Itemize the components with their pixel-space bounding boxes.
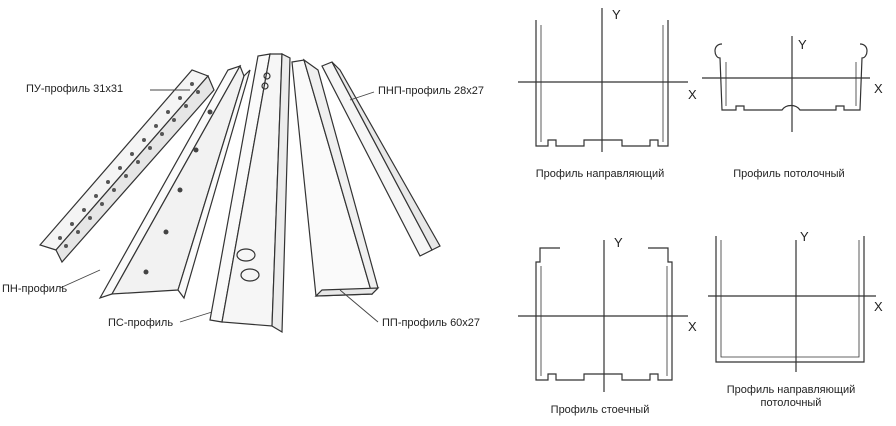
axis-x-label: X bbox=[874, 299, 883, 314]
axis-y-label: Y bbox=[798, 37, 807, 52]
caption-ceiling-guide-profile: Профиль направляющий потолочный bbox=[726, 384, 856, 409]
axis-x-label: X bbox=[688, 87, 697, 102]
axis-y-label: Y bbox=[800, 229, 809, 244]
axis-y-label: Y bbox=[614, 235, 623, 250]
ps-profile-shape bbox=[209, 53, 291, 334]
pn-profile-label: ПН-профиль bbox=[2, 283, 68, 295]
pn-profile-shape bbox=[98, 64, 251, 300]
section-stud-profile bbox=[518, 240, 688, 392]
axis-y-label: Y bbox=[612, 7, 621, 22]
pnp-profile-label: ПНП-профиль 28x27 bbox=[378, 85, 484, 97]
section-ceiling-profile bbox=[702, 36, 870, 132]
pp-profile-shape bbox=[291, 58, 380, 297]
section-guide-profile bbox=[518, 8, 688, 152]
caption-guide-profile: Профиль направляющий bbox=[535, 168, 665, 180]
axis-x-label: X bbox=[688, 319, 697, 334]
pnp-profile-shape bbox=[321, 61, 441, 257]
pp-profile-label: ПП-профиль 60x27 bbox=[382, 317, 481, 329]
axis-x-label: X bbox=[874, 81, 883, 96]
pu-profile-label: ПУ-профиль 31x31 bbox=[26, 83, 124, 95]
caption-ceiling-profile: Профиль потолочный bbox=[733, 168, 845, 180]
ps-profile-label: ПС-профиль bbox=[108, 317, 174, 329]
section-ceiling-guide-profile bbox=[708, 236, 876, 372]
caption-stud-profile: Профиль стоечный bbox=[550, 404, 650, 416]
pu-profile-shape bbox=[38, 69, 215, 264]
